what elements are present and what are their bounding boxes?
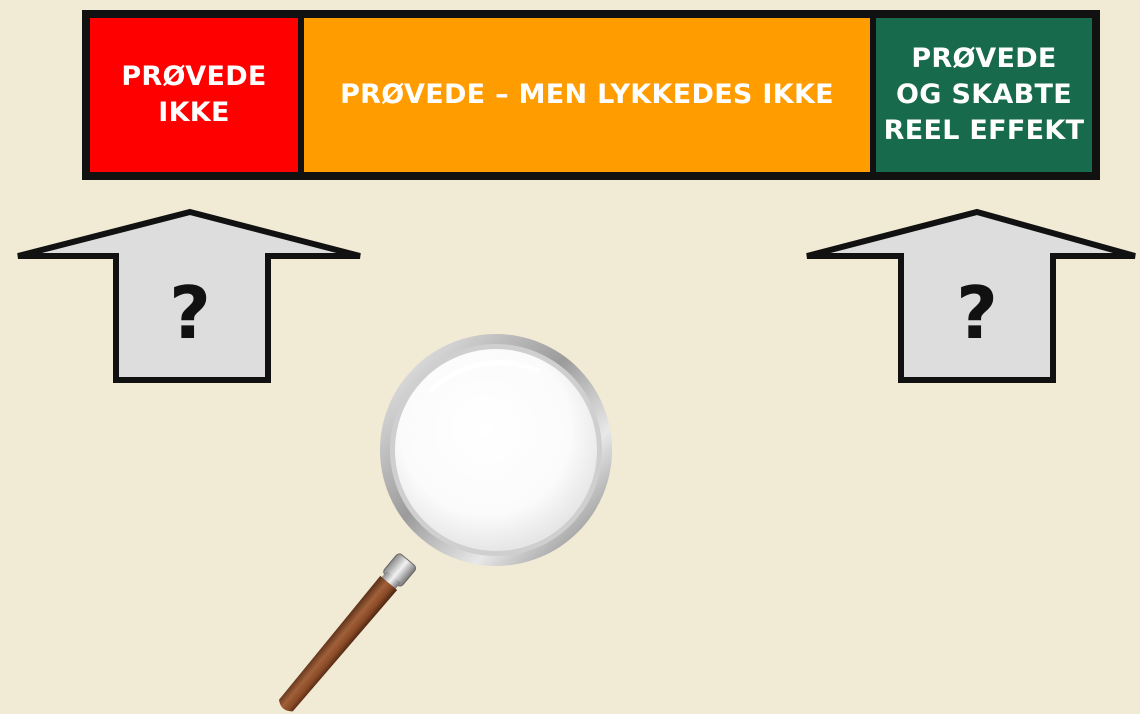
segment-tried-effect: PRØVEDE OG SKABTE REEL EFFEKT	[876, 18, 1092, 172]
segment-tried-failed: PRØVEDE – MEN LYKKEDES IKKE	[304, 18, 876, 172]
question-mark-left: ?	[169, 271, 211, 355]
question-mark-right: ?	[956, 271, 998, 355]
segment-tried-not: PRØVEDE IKKE	[90, 18, 304, 172]
magnifying-glass-icon	[240, 332, 630, 714]
effect-scale-bar: PRØVEDE IKKE PRØVEDE – MEN LYKKEDES IKKE…	[82, 10, 1100, 180]
segment-tried-not-label: PRØVEDE IKKE	[121, 59, 266, 131]
segment-tried-effect-label: PRØVEDE OG SKABTE REEL EFFEKT	[884, 41, 1085, 149]
up-arrow-right-icon: ?	[801, 208, 1139, 386]
segment-tried-failed-label: PRØVEDE – MEN LYKKEDES IKKE	[340, 77, 834, 113]
